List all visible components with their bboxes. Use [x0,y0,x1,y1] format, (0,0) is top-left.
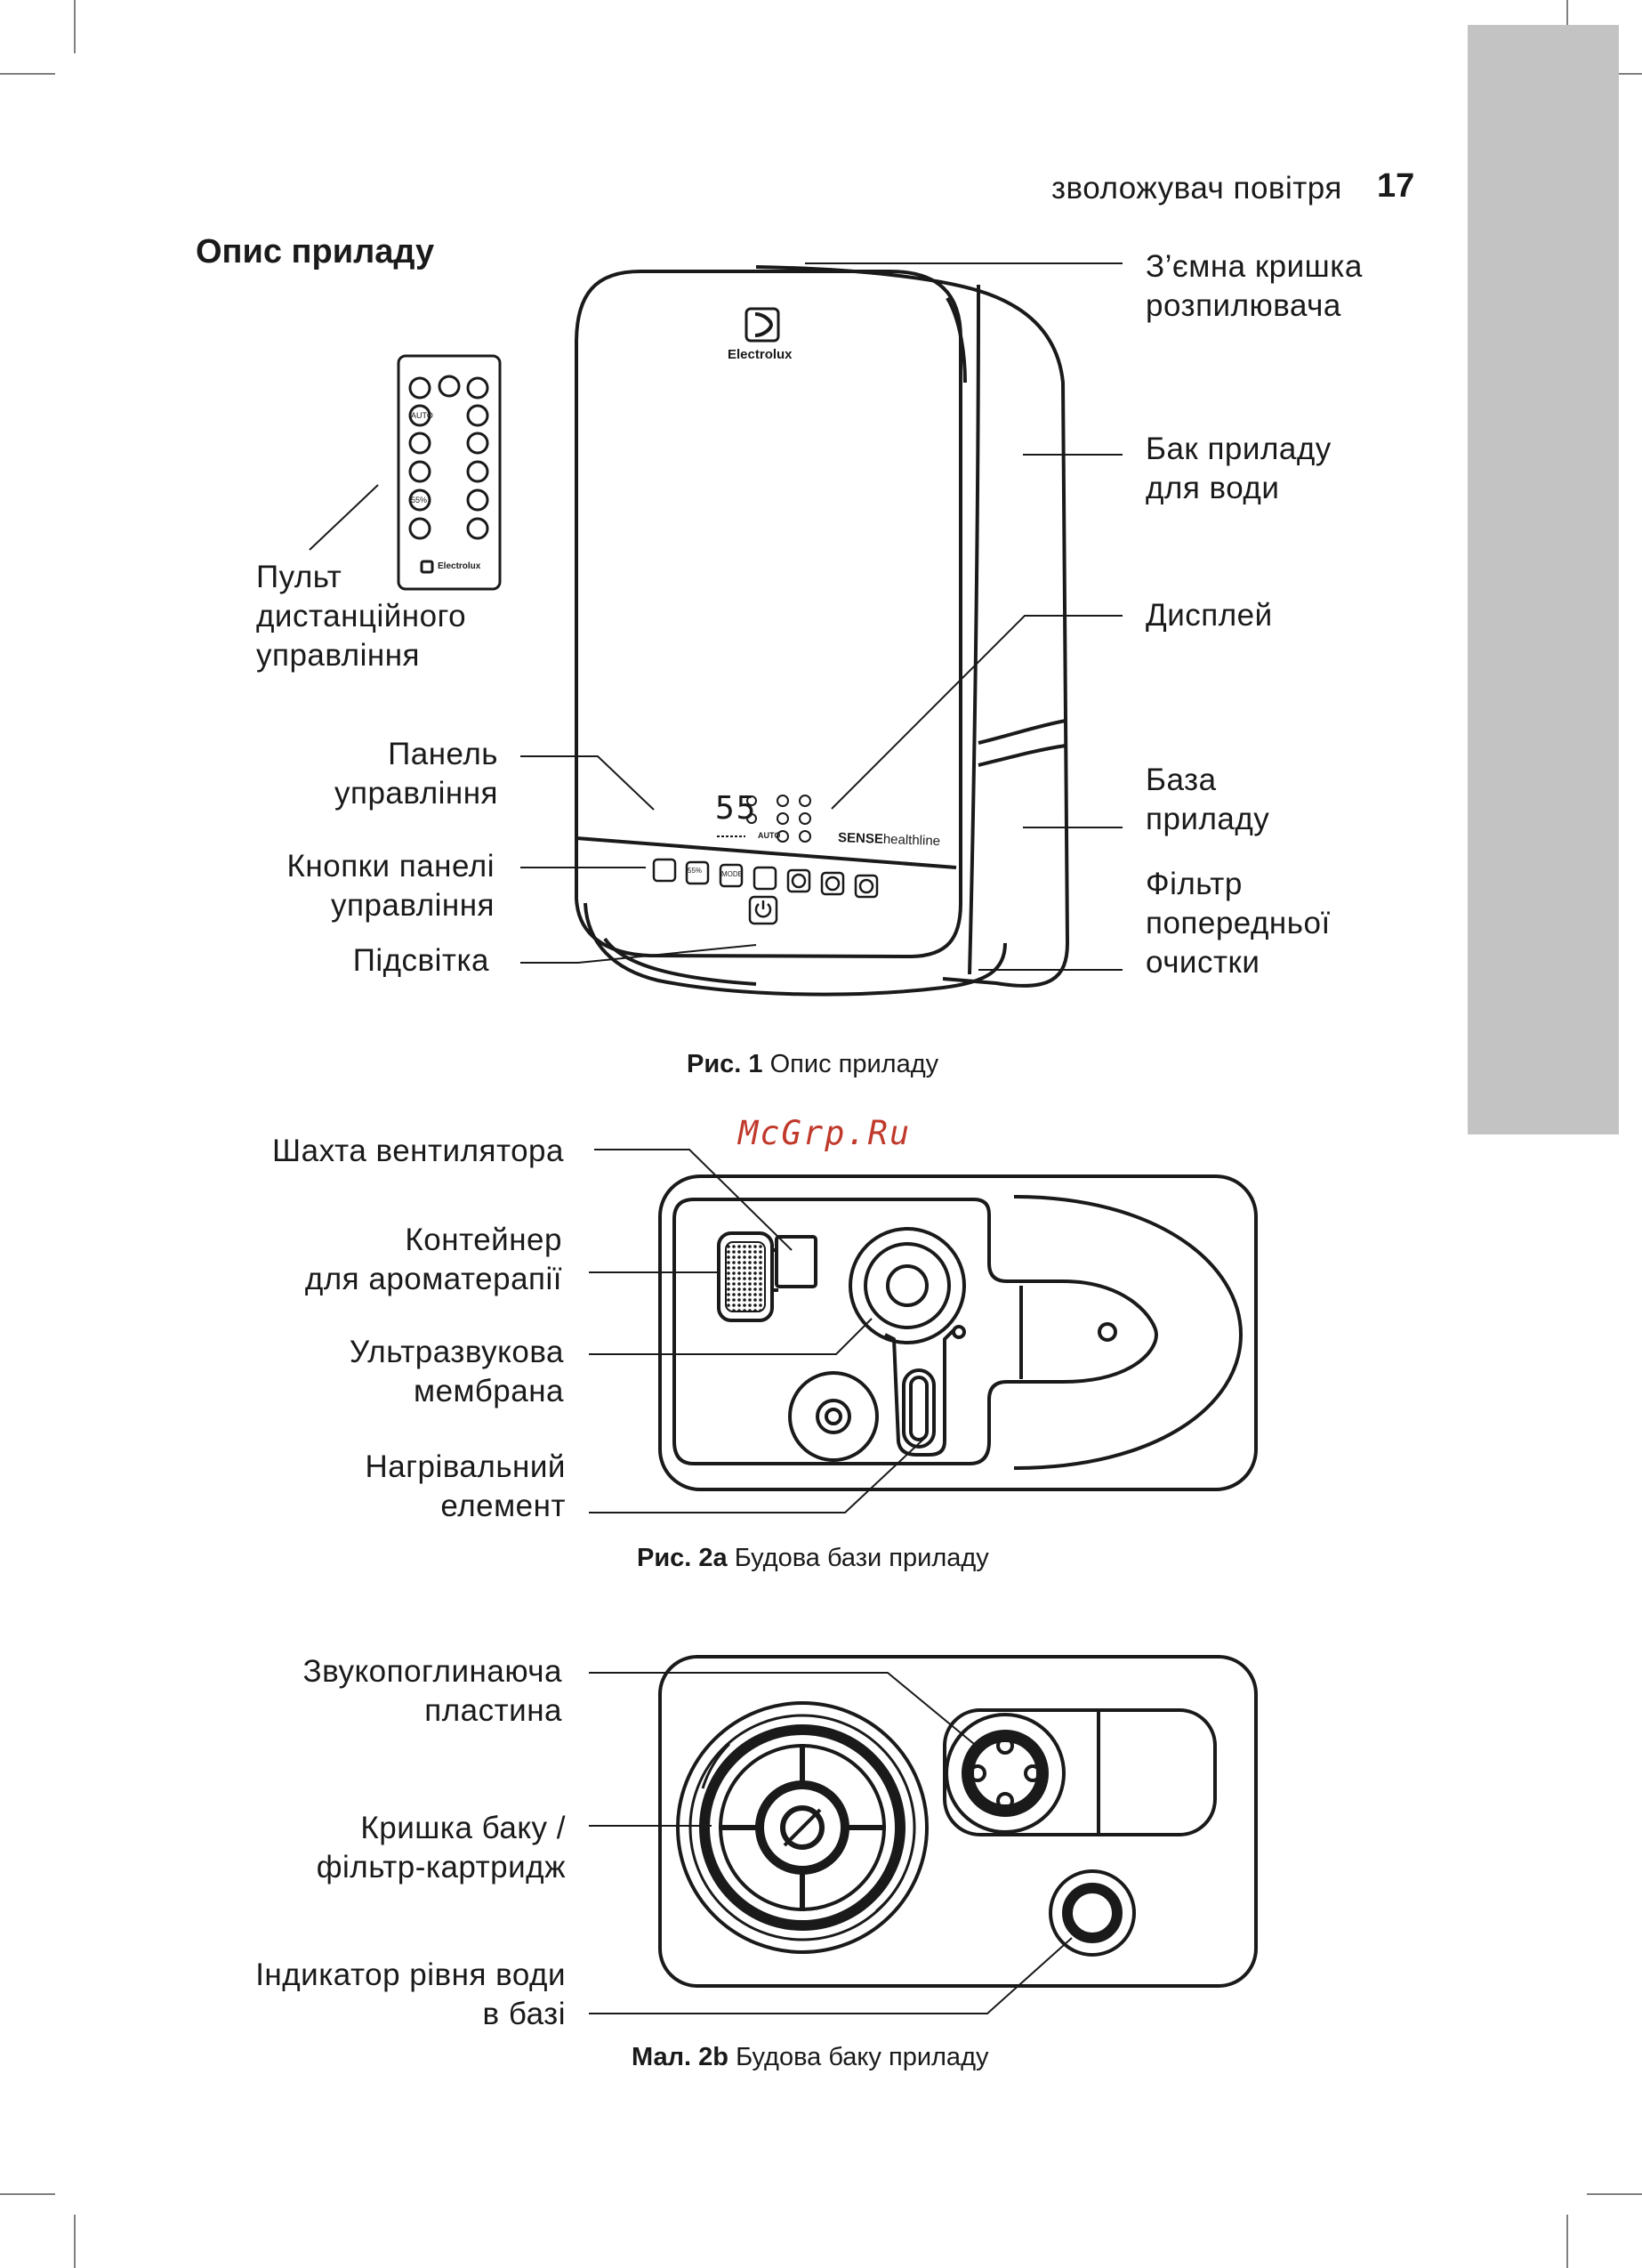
label-control-panel-2: управління [334,776,498,811]
label-control-panel-1: Панель [388,737,498,771]
label-prefilter-3: очистки [1146,945,1260,980]
label-aroma: Контейнер для ароматерапії [305,1221,562,1299]
label-panel-buttons-1: Кнопки панелі [286,849,495,884]
label-aroma-1: Контейнер [405,1223,562,1257]
watermark: McGrp.Ru [738,1114,912,1152]
fig2b-caption-bold: Мал. 2b [632,2043,729,2071]
fig1-caption: Рис. 1 Опис приладу [687,1050,938,1079]
fig2a-caption-text: Будова бази приладу [734,1544,989,1572]
panel-button-55: 55% [688,867,703,875]
label-spray-cover: З’ємна кришка розпилювача [1146,247,1363,326]
running-title: зволожувач повітря [1051,171,1342,206]
label-fan-shaft-1: Шахта вентилятора [272,1134,564,1168]
label-heater-1: Нагрівальний [365,1449,566,1484]
device-display-auto: AUTO [758,831,781,840]
label-prefilter-1: Фільтр [1146,867,1243,901]
label-level-indicator: Індикатор рівня води в базі [255,1956,566,2034]
label-tank-cap: Кришка баку / фільтр-картридж [317,1809,566,1887]
label-base: База приладу [1146,761,1269,839]
label-membrane-2: мембрана [414,1374,564,1408]
label-heater: Нагрівальний елемент [365,1448,566,1526]
label-fan-shaft: Шахта вентилятора [272,1132,564,1171]
remote-auto-button: AUTO [411,411,433,420]
label-panel-buttons: Кнопки панелі управління [287,847,495,925]
label-remote-1: Пульт [256,560,342,594]
label-sound-plate-2: пластина [424,1693,562,1728]
label-display: Дисплей [1146,596,1273,635]
label-membrane-1: Ультразвукова [349,1335,564,1369]
fig2b-caption-text: Будова баку приладу [736,2043,989,2071]
label-water-tank: Бак приладу для води [1146,430,1332,508]
label-remote-3: управління [256,638,420,673]
remote-brand: Electrolux [438,561,481,571]
label-prefilter: Фільтр попередньої очистки [1146,865,1331,982]
panel-button-mode: MODE [721,870,743,878]
page-number: 17 [1377,167,1415,205]
label-remote-2: дистанційного [256,599,467,634]
fig1-caption-text: Опис приладу [769,1050,939,1078]
label-water-tank-1: Бак приладу [1146,432,1332,466]
label-control-panel: Панель управління [334,735,498,813]
label-water-tank-2: для води [1146,471,1280,505]
fig2b-caption: Мал. 2b Будова баку приладу [632,2043,989,2072]
fig2a-caption: Рис. 2а Будова бази приладу [637,1544,989,1573]
label-sound-plate: Звукопоглинаюча пластина [303,1652,563,1731]
section-title: Опис приладу [196,233,435,270]
side-tab [1468,25,1619,1134]
label-base-1: База [1146,763,1217,797]
label-tank-cap-2: фільтр-картридж [316,1850,566,1885]
label-level-indicator-1: Індикатор рівня води [255,1957,566,1992]
label-sound-plate-1: Звукопоглинаюча [302,1654,562,1689]
label-backlight: Підсвітка [353,941,489,981]
label-level-indicator-2: в базі [482,1997,566,2031]
device-display-value: 55 [715,790,758,827]
fig2a-caption-bold: Рис. 2а [637,1544,728,1572]
label-prefilter-2: попередньої [1146,906,1331,940]
fig1-caption-bold: Рис. 1 [687,1050,763,1078]
label-remote: Пульт дистанційного управління [256,558,466,675]
label-heater-2: елемент [440,1489,566,1523]
label-base-2: приладу [1146,802,1270,836]
label-backlight-1: Підсвітка [352,943,489,978]
device-brand: Electrolux [728,347,793,362]
label-spray-cover-2: розпилювача [1146,288,1341,323]
label-spray-cover-1: З’ємна кришка [1146,249,1363,284]
label-display-1: Дисплей [1146,598,1273,633]
label-panel-buttons-2: управління [331,888,495,923]
label-tank-cap-1: Кришка баку / [360,1811,566,1845]
label-membrane: Ультразвукова мембрана [350,1333,564,1411]
remote-55-button: 55% [411,496,428,504]
label-aroma-2: для ароматерапії [304,1262,562,1296]
